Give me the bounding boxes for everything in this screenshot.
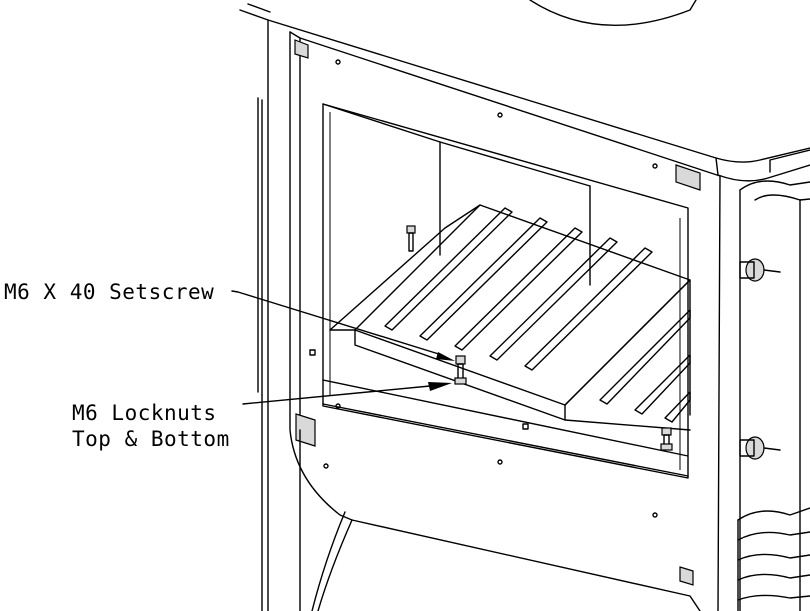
callout-leaders [231, 290, 455, 405]
firebox-opening [309, 103, 689, 479]
locknuts-arrowhead [428, 382, 452, 391]
upper-hinge-knob [739, 258, 781, 282]
door-frame [257, 31, 721, 611]
side-panel [739, 149, 810, 611]
setscrew-callout-label: M6 X 40 Setscrew [4, 280, 215, 304]
setscrew-arrowhead [436, 352, 455, 361]
locknuts-callout-label: M6 Locknuts [72, 401, 217, 425]
setscrew-bolt [454, 355, 467, 385]
screw-holes [323, 59, 658, 518]
door-handle [737, 507, 810, 611]
stove-top [239, 0, 810, 611]
fire-grate-left [329, 204, 691, 421]
locknuts-callout-sublabel: Top & Bottom [72, 427, 230, 451]
front-right-bolt [660, 427, 673, 451]
fire-grate-right [564, 279, 691, 431]
rear-bolt [406, 225, 416, 252]
lower-hinge-knob [739, 436, 781, 460]
lower-body [261, 394, 701, 611]
